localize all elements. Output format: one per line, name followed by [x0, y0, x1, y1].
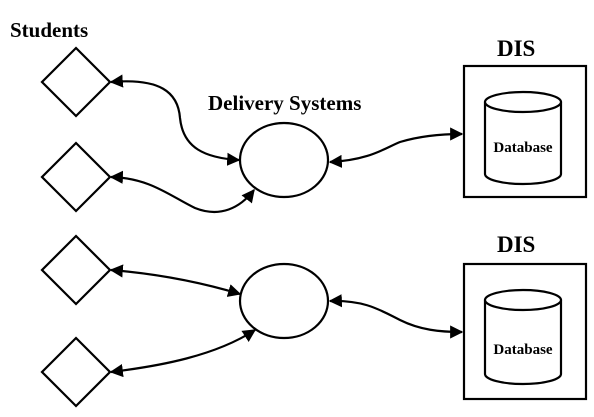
database-label-bottom: Database	[493, 342, 553, 358]
connector-student-delivery	[109, 74, 241, 166]
connector-student-delivery	[109, 329, 257, 378]
dis-label-top: DIS	[497, 36, 535, 61]
delivery-system-node	[238, 121, 330, 199]
connector-delivery-dis	[328, 294, 464, 339]
database-label-top: Database	[493, 140, 553, 156]
student-diamond	[40, 46, 112, 118]
dis-label-bottom: DIS	[497, 232, 535, 257]
database-icon	[483, 90, 563, 186]
student-diamond	[40, 336, 112, 408]
database-icon	[483, 288, 563, 386]
connector-delivery-dis	[328, 127, 464, 168]
students-label: Students	[10, 18, 88, 42]
student-diamond	[40, 234, 112, 306]
delivery-systems-label: Delivery Systems	[208, 91, 361, 115]
delivery-system-node	[238, 262, 330, 340]
connector-student-delivery	[109, 264, 242, 297]
connector-student-delivery	[109, 170, 255, 213]
student-diamond	[40, 141, 112, 213]
